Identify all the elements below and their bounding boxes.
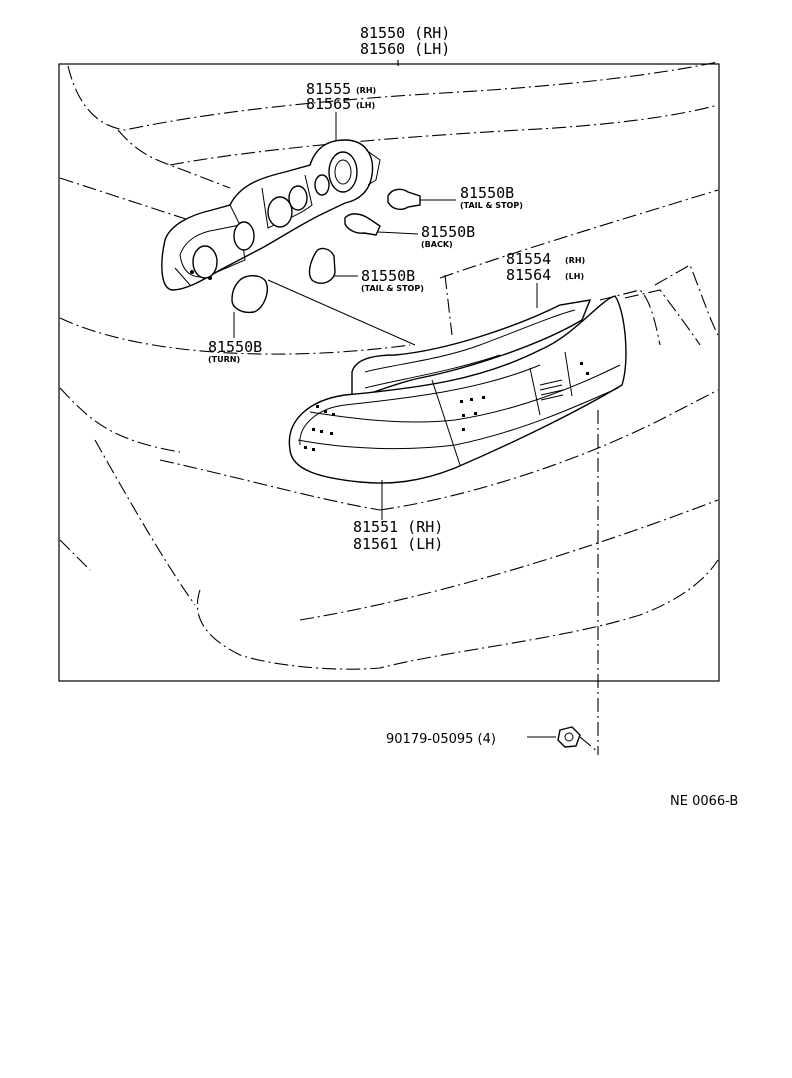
label-lens-lh: 81561 (LH): [353, 535, 443, 553]
drawing-code: NE 0066-B: [670, 794, 738, 809]
label-gasket-rh-suffix: (RH): [565, 256, 585, 265]
label-bulb-tail-stop-1-note: (TAIL & STOP): [460, 201, 523, 210]
label-bulb-back-note: (BACK): [421, 240, 453, 249]
label-nut: 90179-05095 (4): [386, 732, 496, 747]
label-bulb-tail-stop-1: 81550B: [460, 184, 514, 202]
label-gasket-lh-suffix: (LH): [565, 272, 584, 281]
lens-reflector-marks: [304, 362, 589, 451]
leader-lines: [267, 112, 416, 346]
label-gasket-lh: 81564: [506, 266, 551, 284]
bulb-back-icon: [344, 213, 419, 236]
nut-icon: [527, 726, 599, 753]
label-bulb-tail-stop-2: 81550B: [361, 267, 415, 285]
label-socket-lh-suffix: (LH): [356, 101, 375, 110]
bulb-tail-stop-lower-icon: [308, 247, 358, 284]
bulb-turn-icon: [231, 275, 268, 338]
label-bulb-back: 81550B: [421, 223, 475, 241]
label-socket-lh: 81565: [306, 95, 351, 113]
label-socket-rh-suffix: (RH): [356, 86, 376, 95]
label-lens-rh: 81551 (RH): [353, 518, 443, 536]
label-socket-rh: 81555: [306, 80, 351, 98]
label-bulb-turn: 81550B: [208, 338, 262, 356]
lens-gasket: [351, 283, 592, 399]
label-assembly-lh: 81560 (LH): [360, 40, 450, 58]
diagram-frame: [58, 63, 720, 682]
label-bulb-tail-stop-2-note: (TAIL & STOP): [361, 284, 424, 293]
car-body-outline: [59, 60, 719, 755]
label-bulb-turn-note: (TURN): [208, 355, 240, 364]
label-gasket-rh: 81554: [506, 250, 551, 268]
bulb-tail-stop-upper-icon: [387, 188, 456, 210]
bulb-socket-base: [161, 139, 381, 291]
tail-lamp-lens: [288, 295, 627, 520]
label-assembly-rh: 81550 (RH): [360, 24, 450, 42]
